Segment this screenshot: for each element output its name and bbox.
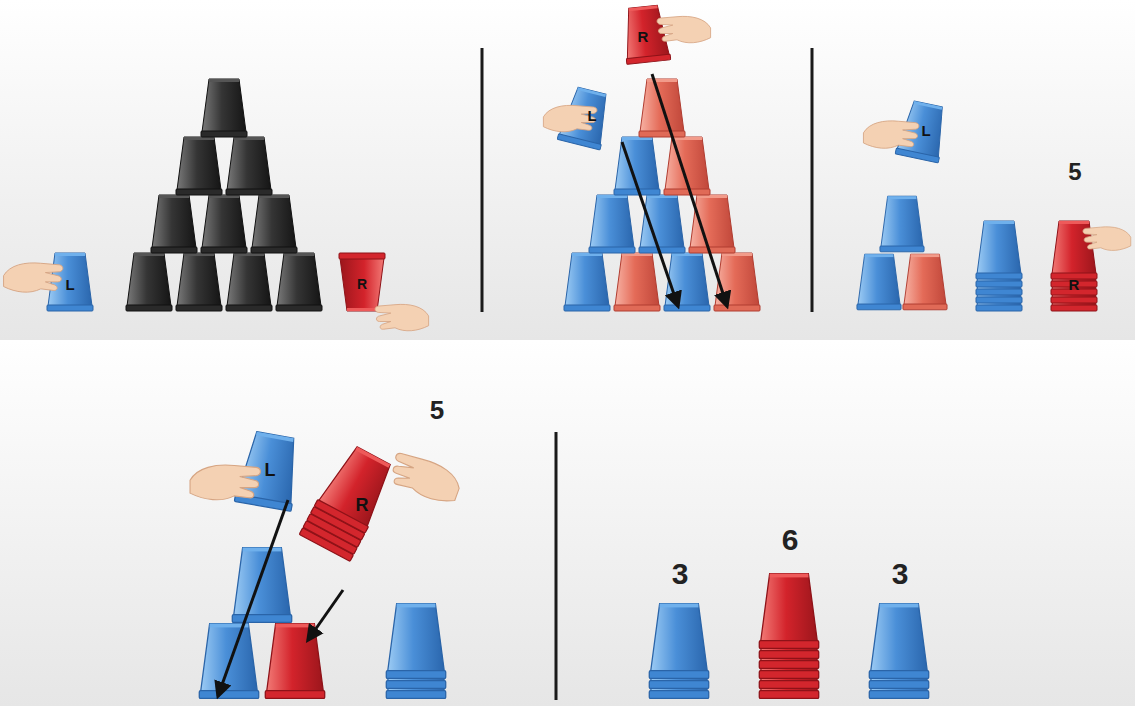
panel-ground bbox=[0, 340, 1135, 706]
hand-letter: R bbox=[356, 496, 369, 514]
move-arrow bbox=[622, 74, 727, 306]
hand-letter: R bbox=[1069, 277, 1080, 292]
left-hand-cup bbox=[4, 253, 93, 311]
hand-letter: L bbox=[921, 123, 930, 138]
left-hand-cup bbox=[543, 85, 613, 150]
move-arrow bbox=[218, 500, 343, 696]
blue-stack bbox=[386, 604, 445, 699]
left-hand-cup bbox=[863, 99, 949, 163]
hand-letter: L bbox=[265, 461, 276, 479]
blue-stack bbox=[976, 221, 1022, 311]
cup-count: 6 bbox=[782, 525, 799, 555]
hand-letter: R bbox=[638, 29, 649, 44]
cup-count: 3 bbox=[892, 559, 909, 589]
hand-letter: L bbox=[65, 277, 74, 292]
panel-ground bbox=[0, 0, 1135, 340]
gray-pyramid bbox=[126, 79, 322, 311]
blue-stack bbox=[869, 604, 928, 699]
right-hand-stack bbox=[299, 442, 464, 561]
left-hand-cup bbox=[190, 430, 304, 511]
panel-divider bbox=[482, 48, 812, 700]
hand-letter: L bbox=[587, 108, 596, 123]
red-stack bbox=[759, 574, 818, 699]
small-pyramid bbox=[857, 196, 947, 310]
colored-pyramid bbox=[564, 79, 760, 311]
cup-count: 5 bbox=[1068, 160, 1081, 184]
right-hand-cup bbox=[621, 4, 711, 64]
cup-count: 3 bbox=[672, 559, 689, 589]
blue-stack bbox=[649, 604, 708, 699]
cup-count: 5 bbox=[430, 397, 444, 423]
hand-letter: R bbox=[357, 277, 367, 291]
red-stack bbox=[1051, 221, 1131, 311]
right-hand-cup bbox=[339, 253, 429, 331]
